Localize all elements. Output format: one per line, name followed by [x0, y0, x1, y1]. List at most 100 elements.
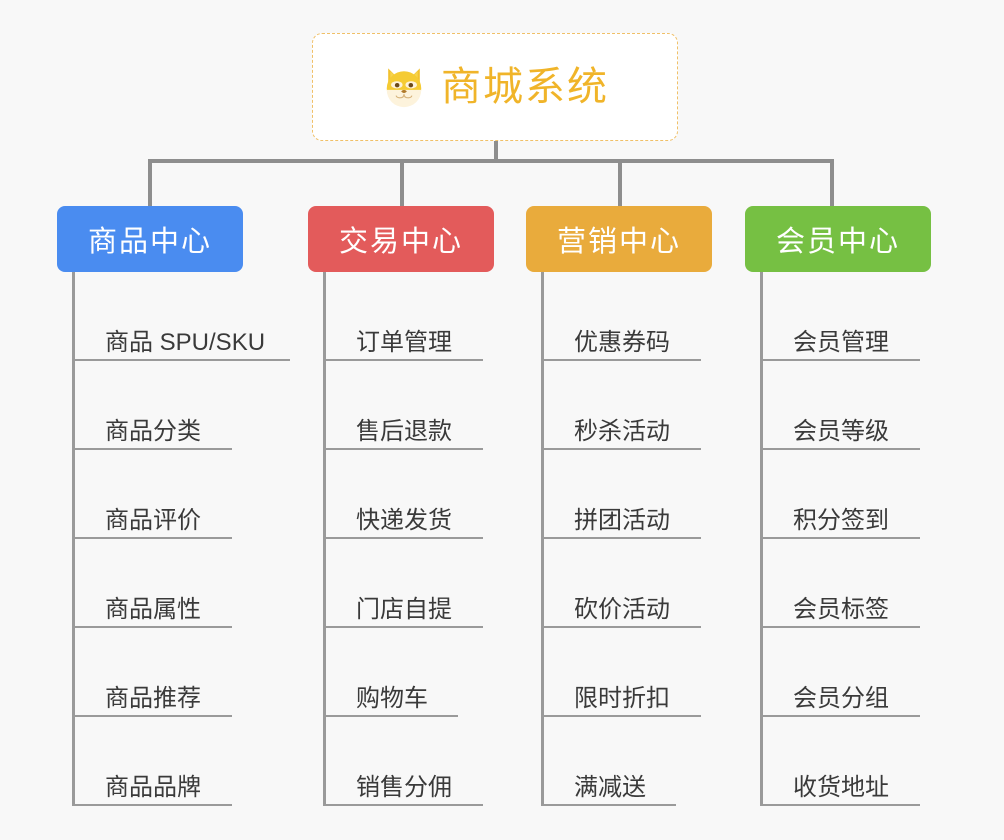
branch-column-1: 商品中心 商品 SPU/SKU 商品分类 商品评价 商品属性 商品推荐: [57, 206, 290, 806]
list-item[interactable]: 收货地址: [745, 717, 931, 806]
list-item-rule: [323, 715, 458, 717]
list-item-label: 收货地址: [793, 773, 889, 801]
connector-drop-1: [148, 159, 152, 206]
root-node[interactable]: 商城系统: [312, 33, 678, 141]
list-item-label: 会员管理: [793, 328, 889, 356]
list-item-rule: [760, 804, 920, 806]
root-title: 商城系统: [441, 65, 609, 109]
list-item-label: 优惠券码: [574, 328, 670, 356]
list-item-label: 秒杀活动: [574, 417, 670, 445]
list-item-label: 满减送: [574, 773, 646, 801]
branch-spine-4: [760, 272, 763, 806]
list-item-label: 拼团活动: [574, 506, 670, 534]
list-item[interactable]: 限时折扣: [526, 628, 712, 717]
list-item-rule: [72, 448, 232, 450]
list-item-label: 快递发货: [356, 506, 452, 534]
list-item-rule: [72, 359, 290, 361]
list-item[interactable]: 拼团活动: [526, 450, 712, 539]
list-item-label: 商品品牌: [105, 773, 201, 801]
list-item-rule: [323, 359, 483, 361]
branch-column-4: 会员中心 会员管理 会员等级 积分签到 会员标签 会员分组: [745, 206, 931, 806]
list-item[interactable]: 快递发货: [308, 450, 494, 539]
branch-items-4: 会员管理 会员等级 积分签到 会员标签 会员分组 收货地址: [745, 272, 931, 806]
list-item-label: 会员等级: [793, 417, 889, 445]
list-item-rule: [72, 626, 232, 628]
connector-drop-4: [830, 159, 834, 206]
branch-spine-1: [72, 272, 75, 806]
branch-column-2: 交易中心 订单管理 售后退款 快递发货 门店自提 购物车: [308, 206, 494, 806]
list-item-label: 售后退款: [356, 417, 452, 445]
list-item[interactable]: 商品推荐: [57, 628, 243, 717]
branch-header-2[interactable]: 交易中心: [308, 206, 494, 272]
branch-spine-3: [541, 272, 544, 806]
list-item-rule: [541, 359, 701, 361]
list-item-rule: [323, 537, 483, 539]
list-item-label: 商品评价: [105, 506, 201, 534]
branch-header-1[interactable]: 商品中心: [57, 206, 243, 272]
list-item-label: 商品属性: [105, 595, 201, 623]
list-item-rule: [541, 715, 701, 717]
list-item-rule: [760, 448, 920, 450]
branch-items-1: 商品 SPU/SKU 商品分类 商品评价 商品属性 商品推荐 商品品牌: [57, 272, 290, 806]
branch-items-2: 订单管理 售后退款 快递发货 门店自提 购物车 销售分佣: [308, 272, 494, 806]
list-item-label: 销售分佣: [356, 773, 452, 801]
list-item[interactable]: 会员等级: [745, 361, 931, 450]
list-item[interactable]: 购物车: [308, 628, 494, 717]
list-item-rule: [72, 537, 232, 539]
list-item-rule: [72, 715, 232, 717]
list-item[interactable]: 积分签到: [745, 450, 931, 539]
connector-root-stem: [494, 141, 498, 162]
list-item-rule: [72, 804, 232, 806]
list-item-label: 砍价活动: [574, 595, 670, 623]
list-item[interactable]: 秒杀活动: [526, 361, 712, 450]
list-item[interactable]: 优惠券码: [526, 272, 712, 361]
list-item-rule: [323, 448, 483, 450]
list-item-rule: [760, 359, 920, 361]
list-item-rule: [541, 804, 676, 806]
list-item[interactable]: 售后退款: [308, 361, 494, 450]
list-item-rule: [541, 626, 701, 628]
list-item[interactable]: 会员标签: [745, 539, 931, 628]
connector-horizontal-bus: [150, 159, 832, 163]
list-item[interactable]: 会员分组: [745, 628, 931, 717]
branch-header-label-2: 交易中心: [338, 226, 463, 258]
list-item-rule: [323, 626, 483, 628]
list-item[interactable]: 商品品牌: [57, 717, 243, 806]
list-item[interactable]: 订单管理: [308, 272, 494, 361]
list-item-rule: [760, 537, 920, 539]
list-item-label: 限时折扣: [574, 684, 670, 712]
branch-header-label-3: 营销中心: [556, 226, 681, 258]
connector-drop-2: [400, 159, 404, 206]
list-item[interactable]: 门店自提: [308, 539, 494, 628]
list-item-rule: [323, 804, 483, 806]
list-item-label: 购物车: [356, 684, 428, 712]
list-item-label: 门店自提: [356, 595, 452, 623]
branch-header-3[interactable]: 营销中心: [526, 206, 712, 272]
branch-items-3: 优惠券码 秒杀活动 拼团活动 砍价活动 限时折扣 满减送: [526, 272, 712, 806]
list-item-label: 订单管理: [356, 328, 452, 356]
list-item[interactable]: 商品分类: [57, 361, 243, 450]
branch-header-4[interactable]: 会员中心: [745, 206, 931, 272]
branch-spine-2: [323, 272, 326, 806]
list-item[interactable]: 商品评价: [57, 450, 243, 539]
list-item-rule: [760, 626, 920, 628]
list-item[interactable]: 销售分佣: [308, 717, 494, 806]
list-item[interactable]: 砍价活动: [526, 539, 712, 628]
list-item-label: 商品分类: [105, 417, 201, 445]
list-item[interactable]: 满减送: [526, 717, 712, 806]
list-item-label: 商品 SPU/SKU: [105, 328, 266, 356]
list-item-label: 商品推荐: [105, 684, 201, 712]
branch-header-label-4: 会员中心: [775, 226, 900, 258]
branch-header-label-1: 商品中心: [87, 226, 212, 258]
connector-drop-3: [618, 159, 622, 206]
list-item[interactable]: 会员管理: [745, 272, 931, 361]
list-item-label: 会员标签: [793, 595, 889, 623]
list-item[interactable]: 商品属性: [57, 539, 243, 628]
list-item-rule: [541, 537, 701, 539]
list-item-label: 会员分组: [793, 684, 889, 712]
list-item-label: 积分签到: [793, 506, 889, 534]
list-item[interactable]: 商品 SPU/SKU: [57, 272, 290, 361]
list-item-rule: [541, 448, 701, 450]
shiba-dog-face-icon: [381, 64, 427, 110]
